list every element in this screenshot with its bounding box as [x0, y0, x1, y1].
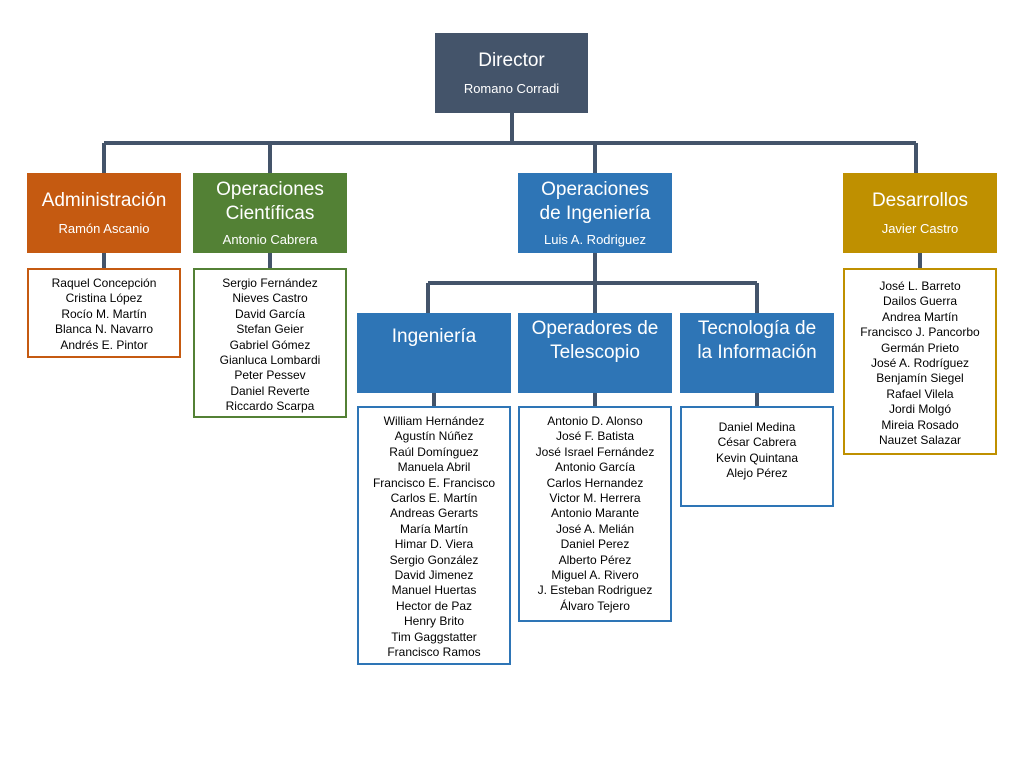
list-item: Andrea Martín: [881, 309, 959, 324]
administracion-members: Raquel Concepción Cristina López Rocío M…: [27, 268, 181, 358]
telescopio-title-line1: Operadores de: [531, 318, 659, 339]
desarrollos-box: Desarrollos Javier Castro: [843, 173, 997, 253]
desarrollos-title: Desarrollos: [871, 190, 969, 211]
list-item: Jordi Molgó: [888, 402, 952, 417]
cientificas-box: Operaciones Científicas Antonio Cabrera: [193, 173, 347, 253]
list-item: José A. Melián: [555, 521, 635, 536]
list-item: Rafael Vilela: [886, 386, 954, 401]
tecnologia-title-line1: Tecnología de: [697, 318, 817, 339]
ingenieria-ops-title-line1: Operaciones: [541, 179, 649, 200]
list-item: Alejo Pérez: [726, 466, 788, 481]
director-box: Director Romano Corradi: [435, 33, 588, 113]
ingenieria-members: William Hernández Agustín Núñez Raúl Dom…: [357, 406, 511, 665]
list-item: Alberto Pérez: [558, 552, 632, 567]
list-item: Raquel Concepción: [51, 276, 157, 290]
list-item: Miguel A. Rivero: [551, 568, 639, 583]
list-item: Francisco J. Pancorbo: [860, 325, 980, 340]
list-item: Rocío M. Martín: [61, 306, 147, 321]
list-item: Francisco Ramos: [387, 645, 481, 660]
ingenieria-ops-head: Luis A. Rodriguez: [544, 232, 646, 247]
list-item: Carlos Hernandez: [546, 475, 644, 490]
list-item: José A. Rodríguez: [870, 356, 970, 371]
tecnologia-members: Daniel Medina César Cabrera Kevin Quinta…: [680, 406, 834, 507]
list-item: Francisco E. Francisco: [372, 475, 496, 490]
list-item: Nauzet Salazar: [878, 433, 962, 448]
list-item: Stefan Geier: [236, 322, 304, 337]
list-item: Agustín Núñez: [394, 429, 474, 444]
list-item: Benjamín Siegel: [876, 371, 964, 386]
list-item: José L. Barreto: [879, 279, 961, 293]
list-item: Daniel Medina: [718, 420, 796, 434]
director-name: Romano Corradi: [463, 81, 560, 96]
telescopio-members: Antonio D. Alonso José F. Batista José I…: [518, 406, 672, 622]
list-item: Hector de Paz: [395, 598, 473, 613]
ingenieria-ops-box: Operaciones de Ingeniería Luis A. Rodrig…: [518, 173, 672, 253]
administracion-box: Administración Ramón Ascanio: [27, 173, 181, 253]
tecnologia-title-line2: la Información: [697, 342, 817, 363]
list-item: Daniel Reverte: [230, 383, 310, 398]
desarrollos-members: José L. Barreto Dailos Guerra Andrea Mar…: [843, 268, 997, 455]
list-item: Cristina López: [65, 291, 143, 306]
ingenieria-ops-title-line2: de Ingeniería: [539, 203, 651, 224]
ingenieria-box: Ingeniería: [357, 313, 511, 393]
list-item: David García: [234, 306, 306, 321]
list-item: Kevin Quintana: [715, 450, 799, 465]
list-item: Gianluca Lombardi: [219, 353, 321, 368]
list-item: Henry Brito: [403, 614, 465, 629]
list-item: Manuela Abril: [397, 460, 471, 475]
administracion-head: Ramón Ascanio: [58, 221, 150, 236]
telescopio-title-line2: Telescopio: [550, 342, 640, 363]
list-item: Sergio Fernández: [222, 276, 318, 290]
list-item: Álvaro Tejero: [560, 598, 630, 613]
list-item: Gabriel Gómez: [229, 337, 311, 352]
list-item: Victor M. Herrera: [549, 491, 641, 506]
list-item: Andreas Gerarts: [389, 506, 479, 521]
list-item: María Martín: [399, 521, 468, 536]
list-item: Antonio García: [554, 460, 636, 475]
ingenieria-title: Ingeniería: [391, 326, 477, 347]
list-item: Himar D. Viera: [394, 537, 474, 552]
administracion-title: Administración: [41, 190, 167, 211]
list-item: Raúl Domínguez: [389, 444, 479, 459]
list-item: Riccardo Scarpa: [225, 399, 315, 414]
tecnologia-box: Tecnología de la Información: [680, 313, 834, 393]
list-item: J. Esteban Rodriguez: [537, 583, 653, 598]
list-item: Daniel Perez: [560, 537, 630, 552]
list-item: Antonio D. Alonso: [547, 414, 643, 428]
list-item: Dailos Guerra: [882, 294, 958, 309]
list-item: Carlos E. Martín: [390, 491, 478, 506]
list-item: David Jimenez: [394, 568, 474, 583]
list-item: Mireia Rosado: [881, 417, 959, 432]
cientificas-title-line2: Científicas: [225, 203, 315, 224]
list-item: Andrés E. Pintor: [60, 337, 148, 352]
director-title: Director: [478, 50, 545, 71]
cientificas-title-line1: Operaciones: [216, 179, 324, 200]
list-item: Tim Gaggstatter: [391, 629, 477, 644]
list-item: César Cabrera: [717, 435, 797, 450]
desarrollos-head: Javier Castro: [881, 221, 959, 236]
list-item: Blanca N. Navarro: [54, 322, 154, 337]
cientificas-members: Sergio Fernández Nieves Castro David Gar…: [193, 268, 347, 418]
list-item: José F. Batista: [555, 429, 635, 444]
list-item: Manuel Huertas: [391, 583, 477, 598]
list-item: William Hernández: [383, 414, 485, 428]
list-item: Antonio Marante: [550, 506, 640, 521]
list-item: Peter Pessev: [234, 368, 306, 383]
list-item: Germán Prieto: [880, 340, 960, 355]
cientificas-head: Antonio Cabrera: [222, 232, 318, 247]
list-item: Sergio González: [389, 552, 479, 567]
list-item: Nieves Castro: [232, 291, 308, 306]
telescopio-box: Operadores de Telescopio: [518, 313, 672, 393]
list-item: José Israel Fernández: [535, 444, 655, 459]
